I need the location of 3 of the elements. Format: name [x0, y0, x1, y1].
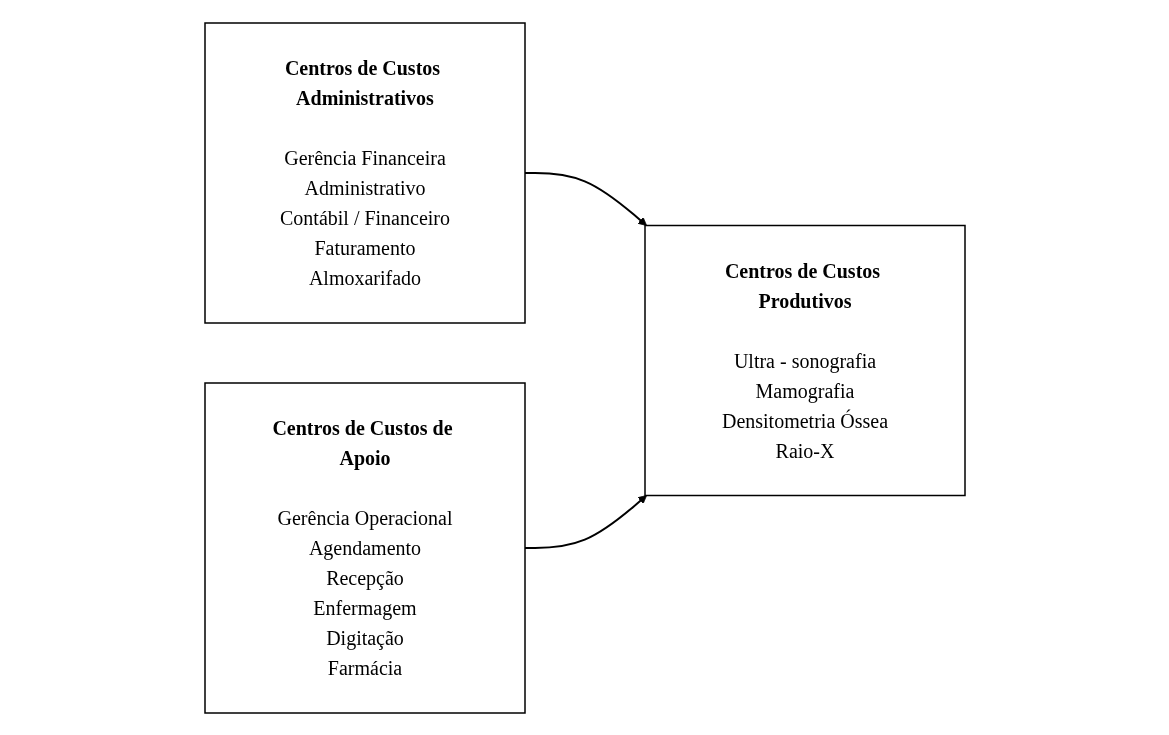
node-box: Centros de Custos Produtivos Ultra - sonografia Mamografia Densitometria Óssea Raio-X [643, 224, 966, 496]
node-box: Centros de Custos Administrativos Gerência Financeira Administrativo Contábil / Financeiro Faturamento Almoxarifado [203, 21, 526, 324]
node-box: Centros de Custos de Apoio Gerência Operacional Agendamento Recepção Enfermagem Digitação Farmácia [203, 381, 526, 714]
